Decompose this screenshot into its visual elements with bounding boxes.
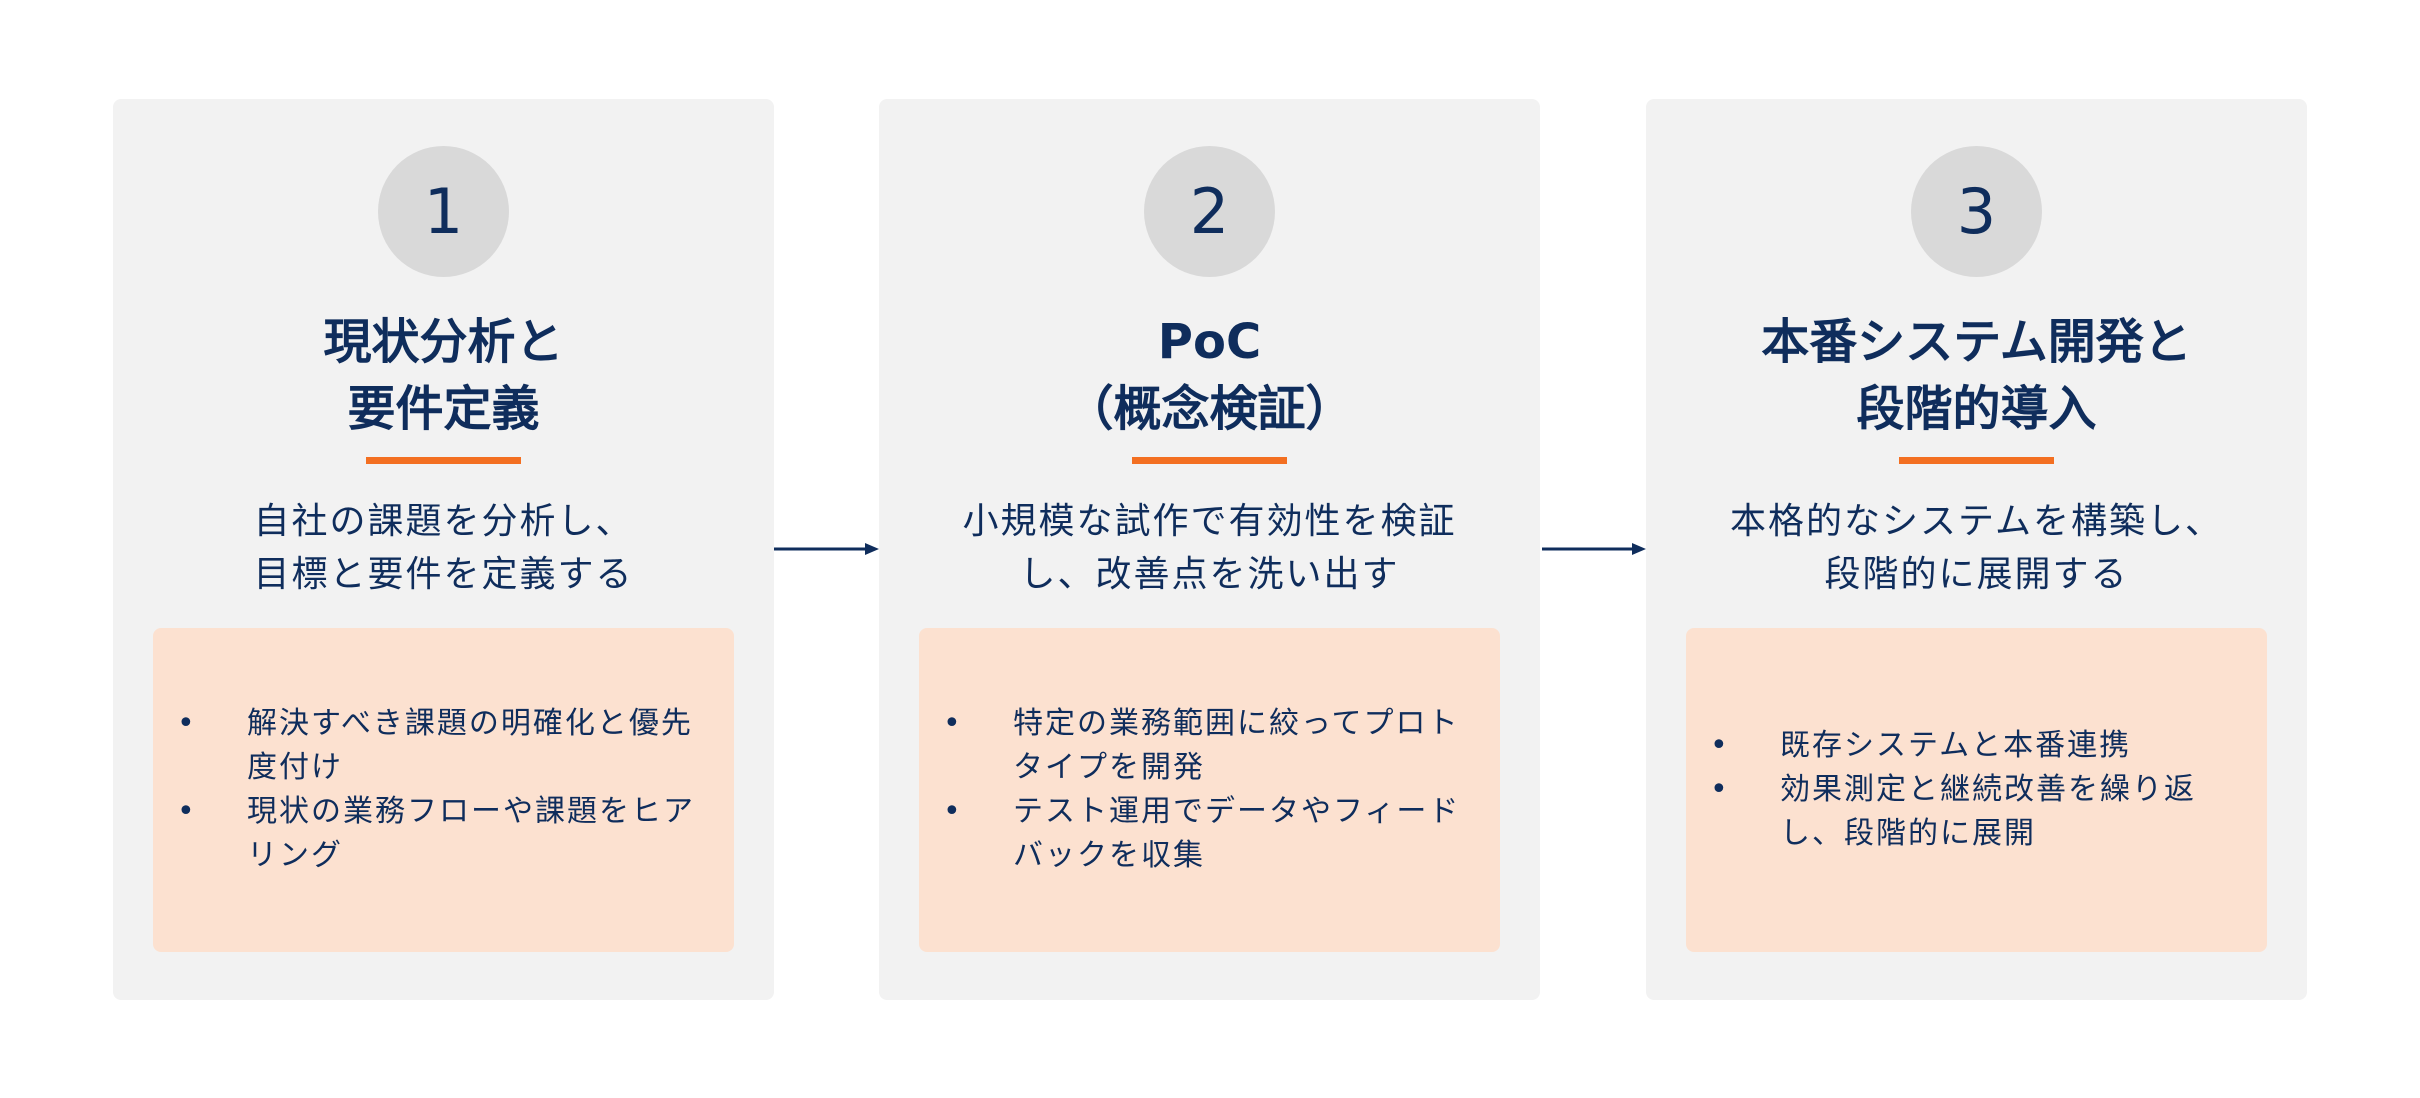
arrow-icon <box>774 543 879 555</box>
step-title-line-1: 現状分析と <box>323 314 564 370</box>
step-details-box: • 特定の業務範囲に絞ってプロトタイプを開発 • テスト運用でデータやフィードバックを… <box>919 628 1500 952</box>
step-description-line-2: 目標と要件を定義する <box>253 554 634 595</box>
step-title: 現状分析と 要件定義 <box>113 309 774 443</box>
title-underline <box>1899 457 2054 464</box>
detail-text: 効果測定と継続改善を繰り返し、段階的に展開 <box>1780 772 2196 851</box>
step-number: 1 <box>423 175 464 248</box>
detail-item: • 既存システムと本番連携 <box>1706 724 2247 768</box>
step-title-line-2: （概念検証） <box>1065 381 1354 437</box>
arrow-icon <box>1542 543 1646 555</box>
step-number-badge: 3 <box>1911 146 2042 277</box>
step-card-2: 2 PoC （概念検証） 小規模な試作で有効性を検証 し、改善点を洗い出す • 特… <box>879 99 1540 1000</box>
step-title-line-2: 段階的導入 <box>1856 381 2097 437</box>
step-details-box: • 解決すべき課題の明確化と優先度付け • 現状の業務フローや課題をヒアリング <box>153 628 734 952</box>
bullet-icon: • <box>177 706 197 741</box>
detail-item: • 現状の業務フローや課題をヒアリング <box>173 790 714 878</box>
detail-text: 解決すべき課題の明確化と優先度付け <box>247 706 693 785</box>
step-description-line-2: 段階的に展開する <box>1824 554 2129 595</box>
step-description-line-1: 自社の課題を分析し、 <box>253 501 634 542</box>
detail-text: テスト運用でデータやフィードバックを収集 <box>1013 794 1461 873</box>
step-title-line-1: PoC <box>1157 314 1262 370</box>
title-underline <box>366 457 521 464</box>
detail-text: 特定の業務範囲に絞ってプロトタイプを開発 <box>1013 706 1460 785</box>
detail-text: 既存システムと本番連携 <box>1780 728 2132 763</box>
bullet-icon: • <box>1710 728 1730 763</box>
bullet-icon: • <box>943 706 963 741</box>
step-description: 本格的なシステムを構築し、 段階的に展開する <box>1666 495 2287 601</box>
step-title-line-2: 要件定義 <box>347 381 540 437</box>
step-description: 自社の課題を分析し、 目標と要件を定義する <box>133 495 754 601</box>
step-title-line-1: 本番システム開発と <box>1761 314 2192 370</box>
step-number: 2 <box>1189 175 1230 248</box>
bullet-icon: • <box>1710 772 1730 807</box>
step-card-3: 3 本番システム開発と 段階的導入 本格的なシステムを構築し、 段階的に展開する… <box>1646 99 2307 1000</box>
detail-item: • 解決すべき課題の明確化と優先度付け <box>173 702 714 790</box>
detail-text: 現状の業務フローや課題をヒアリング <box>247 794 695 873</box>
step-details-box: • 既存システムと本番連携 • 効果測定と継続改善を繰り返し、段階的に展開 <box>1686 628 2267 952</box>
step-number-badge: 2 <box>1144 146 1275 277</box>
step-title: 本番システム開発と 段階的導入 <box>1646 309 2307 443</box>
step-description-line-1: 本格的なシステムを構築し、 <box>1730 501 2223 542</box>
step-description-line-1: 小規模な試作で有効性を検証 <box>962 501 1457 542</box>
step-title: PoC （概念検証） <box>879 309 1540 443</box>
detail-item: • 効果測定と継続改善を繰り返し、段階的に展開 <box>1706 768 2247 856</box>
detail-item: • 特定の業務範囲に絞ってプロトタイプを開発 <box>939 702 1480 790</box>
step-number-badge: 1 <box>378 146 509 277</box>
step-description: 小規模な試作で有効性を検証 し、改善点を洗い出す <box>899 495 1520 601</box>
step-card-1: 1 現状分析と 要件定義 自社の課題を分析し、 目標と要件を定義する • 解決すべ… <box>113 99 774 1000</box>
bullet-icon: • <box>943 794 963 829</box>
bullet-icon: • <box>177 794 197 829</box>
detail-item: • テスト運用でデータやフィードバックを収集 <box>939 790 1480 878</box>
step-number: 3 <box>1956 175 1997 248</box>
step-description-line-2: し、改善点を洗い出す <box>1019 554 1400 595</box>
title-underline <box>1132 457 1287 464</box>
